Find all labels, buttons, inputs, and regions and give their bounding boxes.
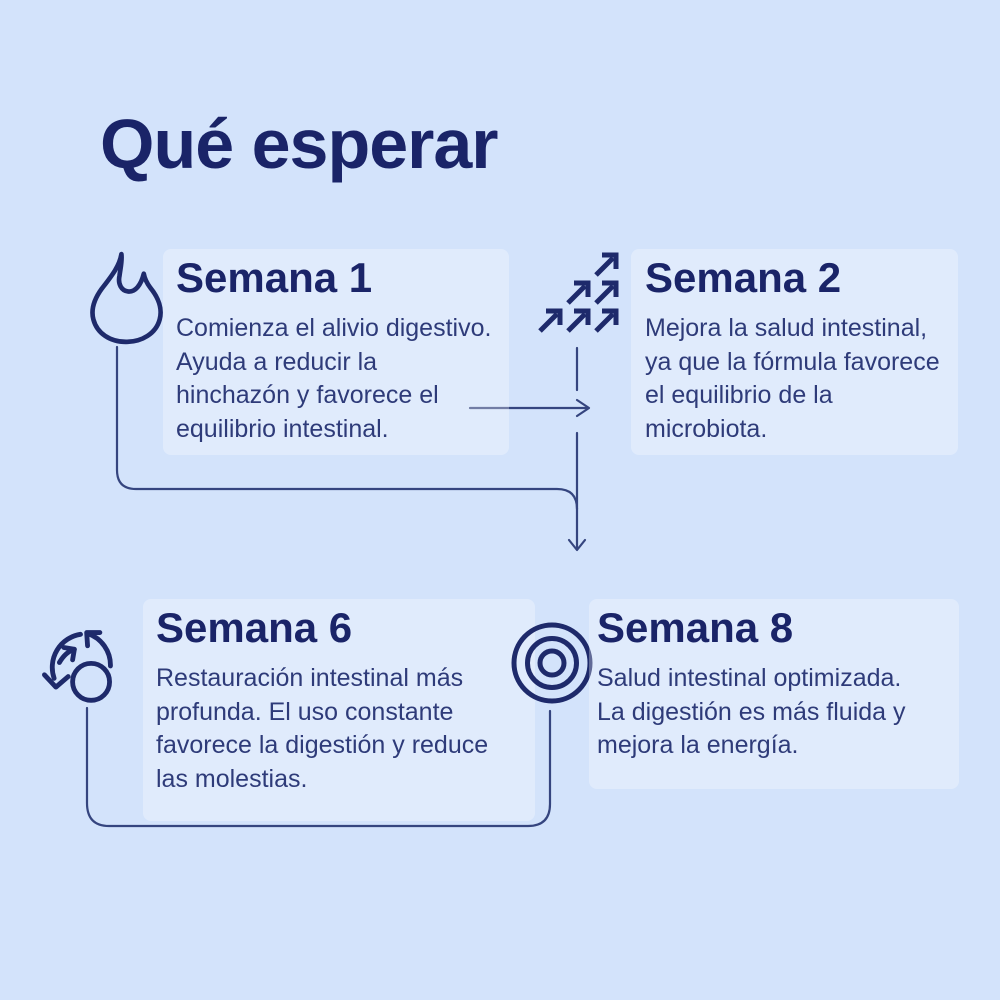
- section-description: Restauración intestinal más profunda. El…: [156, 664, 489, 793]
- section-semana-8: Semana 8 Salud intestinal optimizada. La…: [589, 599, 959, 789]
- section-title: Semana 8: [597, 604, 794, 651]
- connector-week1-down-right: [115, 345, 579, 511]
- flame-icon: [90, 251, 163, 345]
- section-description: Comienza el alivio digestivo. Ayuda a re…: [176, 314, 492, 443]
- section-title: Semana 6: [156, 604, 353, 651]
- section-title: Semana 1: [176, 254, 373, 301]
- page-title: Qué esperar: [100, 105, 499, 183]
- target-icon: [511, 622, 593, 704]
- section-semana-2: Semana 2 Mejora la salud intestinal, ya …: [631, 249, 958, 455]
- section-title: Semana 2: [645, 254, 842, 301]
- section-semana-1: Semana 1 Comienza el alivio digestivo. A…: [163, 249, 509, 455]
- right-arrow-head: [575, 398, 591, 418]
- growth-arrows-icon: [538, 252, 619, 333]
- cycle-icon: [42, 630, 113, 703]
- section-description: Salud intestinal optimizada. La digestió…: [597, 664, 906, 760]
- down-arrow-head: [567, 538, 587, 552]
- connector-week6-week8-u: [85, 706, 552, 828]
- section-description: Mejora la salud intestinal, ya que la fó…: [645, 314, 940, 443]
- section-semana-6: Semana 6 Restauración intestinal más pro…: [143, 599, 535, 821]
